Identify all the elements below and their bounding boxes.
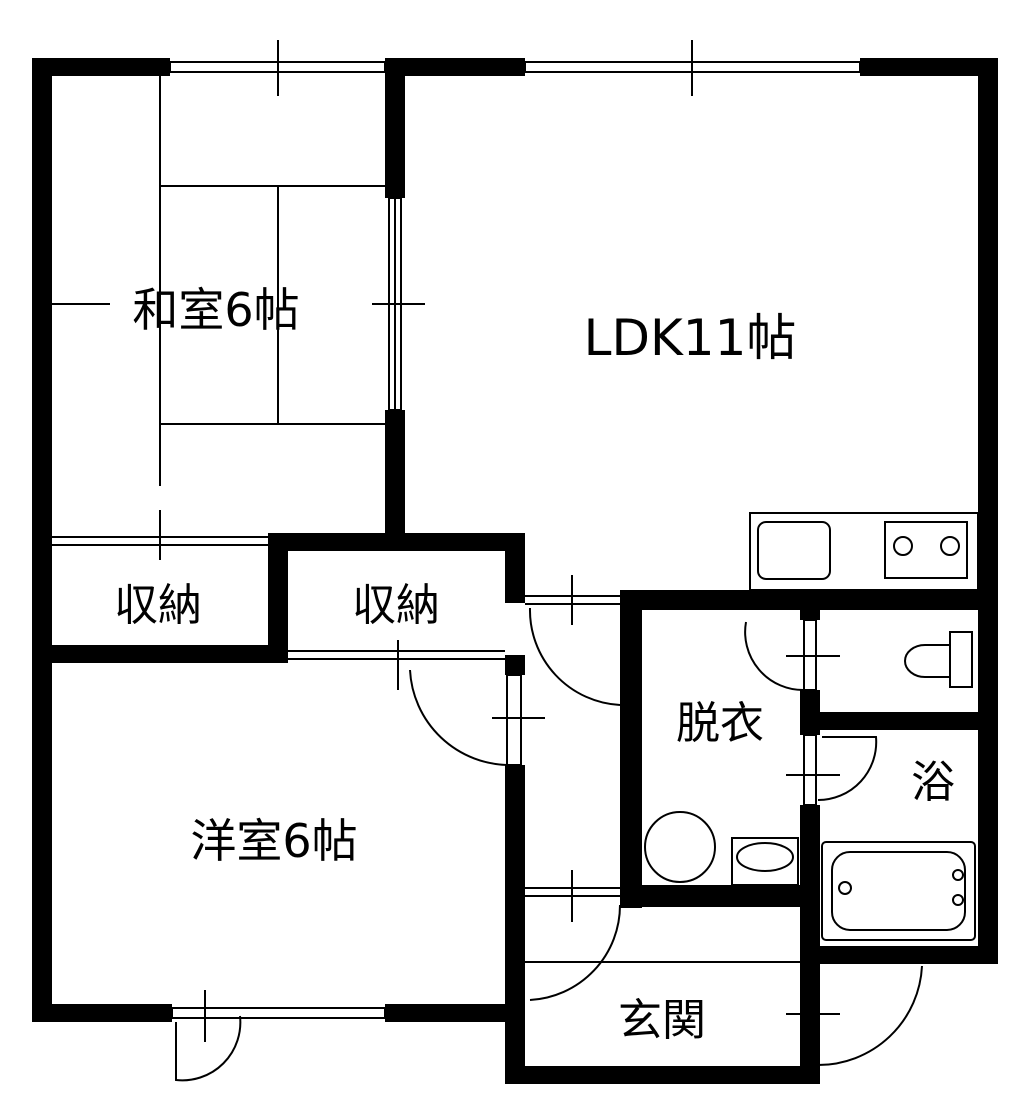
washbasin-icon xyxy=(731,837,799,886)
door-swings xyxy=(175,575,923,1082)
kitchen-sink-icon xyxy=(757,521,831,580)
storage-doors xyxy=(52,536,505,690)
washing-machine-icon xyxy=(644,811,716,883)
windows xyxy=(169,40,861,1019)
room-label-youshitsu: 洋室6帖 xyxy=(190,814,357,868)
toilet-icon xyxy=(904,631,973,688)
room-label-bath: 浴 xyxy=(911,757,955,808)
room-label-ldk: LDK11帖 xyxy=(584,309,797,367)
sliding-doors-washitsu xyxy=(372,197,425,411)
bathtub-icon xyxy=(821,841,976,941)
room-label-entrance: 玄関 xyxy=(618,995,706,1046)
interior-walls xyxy=(32,58,998,960)
room-label-storage-center: 収納 xyxy=(352,580,440,631)
room-label-washitsu: 和室6帖 xyxy=(132,283,299,337)
room-label-storage-left: 収納 xyxy=(114,580,202,631)
tatami-lines xyxy=(52,76,385,560)
kitchen-counter xyxy=(749,512,979,591)
room-label-dressing: 脱衣 xyxy=(676,698,764,749)
